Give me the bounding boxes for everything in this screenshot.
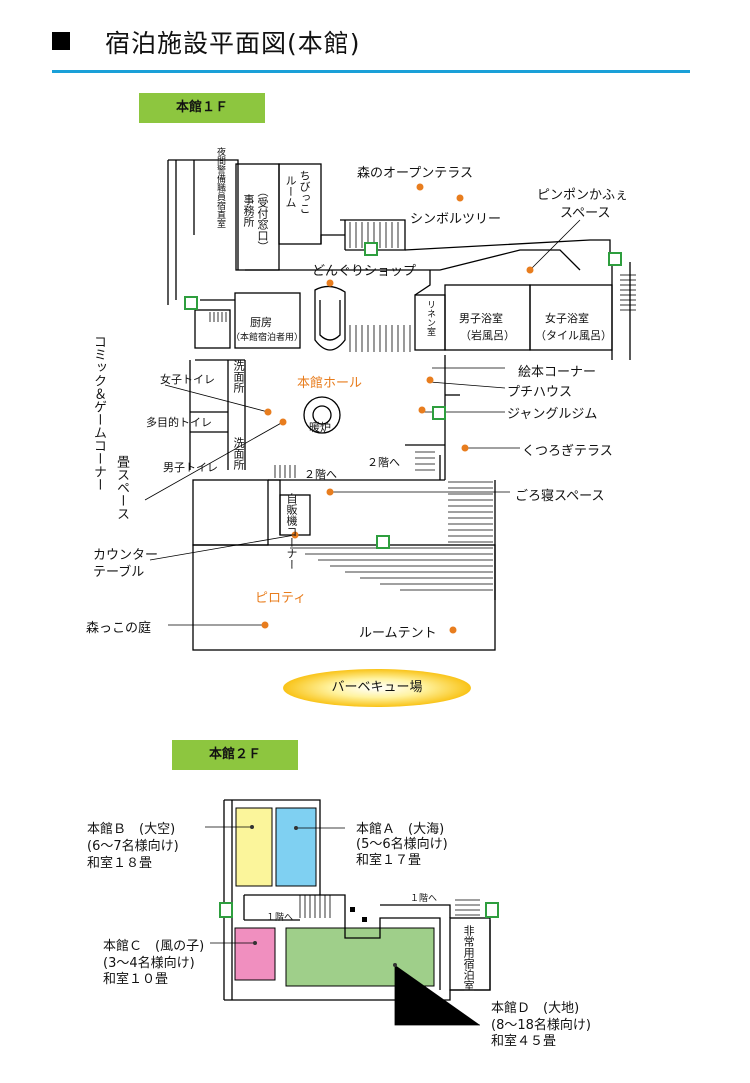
room-c-name: 本館Ｃ (風の子) bbox=[103, 939, 205, 954]
label-men-bath: 男子浴室 bbox=[459, 312, 503, 325]
label-gorone: ごろ寝スペース bbox=[515, 489, 605, 504]
label-moriko-garden: 森っこの庭 bbox=[86, 621, 152, 636]
emergency-exit-icon bbox=[184, 242, 622, 549]
label-linen: リネン室 bbox=[425, 300, 435, 336]
label-jungle-gym: ジャングルジム bbox=[507, 407, 598, 422]
label-yakan-keibi: 夜間警備職員宿直室 bbox=[215, 147, 225, 228]
label-dot-icon bbox=[261, 183, 534, 634]
emergency-exit-icon bbox=[219, 902, 499, 918]
label-to-1f-right: １階へ bbox=[410, 894, 438, 904]
label-men-toilet: 男子トイレ bbox=[163, 461, 218, 474]
label-chubo-note: （本館宿泊者用） bbox=[231, 333, 304, 343]
label-danro: 暖炉 bbox=[309, 421, 331, 434]
label-senmenjo-1: 洗面所 bbox=[232, 360, 245, 393]
label-kutsurogi-terrace: くつろぎテラス bbox=[522, 444, 613, 459]
room-a-fill bbox=[275, 807, 317, 887]
label-pingpong-1: ピンポンかふぇ bbox=[537, 188, 629, 203]
label-emergency-room: 非常用宿泊室 bbox=[462, 925, 476, 991]
label-women-bath: 女子浴室 bbox=[545, 312, 589, 325]
room-c-size: 和室１０畳 bbox=[103, 972, 169, 987]
label-symbol-tree: シンボルツリー bbox=[410, 212, 502, 227]
label-multi-toilet: 多目的トイレ bbox=[146, 416, 212, 429]
label-men-bath-note: （岩風呂） bbox=[460, 329, 515, 342]
label-counter-1: カウンター bbox=[93, 548, 159, 563]
label-jimusho: 事務所 bbox=[242, 194, 255, 227]
title-square-icon bbox=[52, 32, 70, 50]
label-petit-house: プチハウス bbox=[507, 385, 573, 400]
room-c-capacity: (3～4名様向け) bbox=[103, 956, 195, 971]
room-a-capacity: (5～6名様向け) bbox=[356, 837, 448, 852]
floor1-tag: 本館１Ｆ bbox=[139, 93, 265, 123]
label-to-2f-left: ２階へ bbox=[304, 468, 337, 481]
label-piloti: ピロティ bbox=[255, 591, 307, 606]
label-women-toilet: 女子トイレ bbox=[160, 373, 215, 386]
floor2-tag: 本館２Ｆ bbox=[172, 740, 298, 770]
label-ehon-corner: 絵本コーナー bbox=[518, 365, 597, 380]
label-counter-2: テーブル bbox=[93, 565, 145, 580]
label-to-2f-right: ２階へ bbox=[367, 456, 400, 469]
room-b-capacity: (6～7名様向け) bbox=[87, 839, 179, 854]
label-mori-open-terrace: 森のオープンテラス bbox=[357, 166, 473, 181]
label-chibikko: ちびっこ bbox=[298, 170, 311, 214]
title-divider bbox=[52, 70, 690, 73]
label-honkan-hall: 本館ホール bbox=[297, 376, 363, 391]
label-senmenjo-2: 洗面所 bbox=[232, 437, 245, 470]
room-b-name: 本館Ｂ (大空) bbox=[87, 822, 176, 837]
label-to-1f-left: １階へ bbox=[266, 913, 294, 923]
label-pingpong-2: スペース bbox=[560, 206, 611, 221]
room-c-fill bbox=[234, 927, 276, 981]
room-d-capacity: (8～18名様向け) bbox=[491, 1018, 591, 1033]
label-uketsuke: （受付窓口） bbox=[256, 186, 269, 252]
room-d-name: 本館Ｄ (大地) bbox=[491, 1001, 580, 1016]
label-room: ルーム bbox=[284, 175, 297, 208]
room-a-name: 本館Ａ (大海) bbox=[356, 822, 445, 837]
page-title: 宿泊施設平面図(本館) bbox=[105, 29, 361, 58]
room-a-size: 和室１７畳 bbox=[356, 853, 422, 868]
room-d-size: 和室４５畳 bbox=[491, 1034, 557, 1049]
room-b-size: 和室１８畳 bbox=[87, 856, 153, 871]
label-donguri-shop: どんぐりショップ bbox=[312, 264, 417, 279]
room-b-fill bbox=[235, 807, 273, 887]
label-chubo: 厨房 bbox=[250, 316, 272, 329]
label-tatami: 畳スペース bbox=[114, 455, 129, 520]
label-room-tent: ルームテント bbox=[359, 626, 437, 641]
label-women-bath-note: （タイル風呂） bbox=[535, 329, 612, 342]
bbq-area: バーベキュー場 bbox=[283, 669, 471, 707]
